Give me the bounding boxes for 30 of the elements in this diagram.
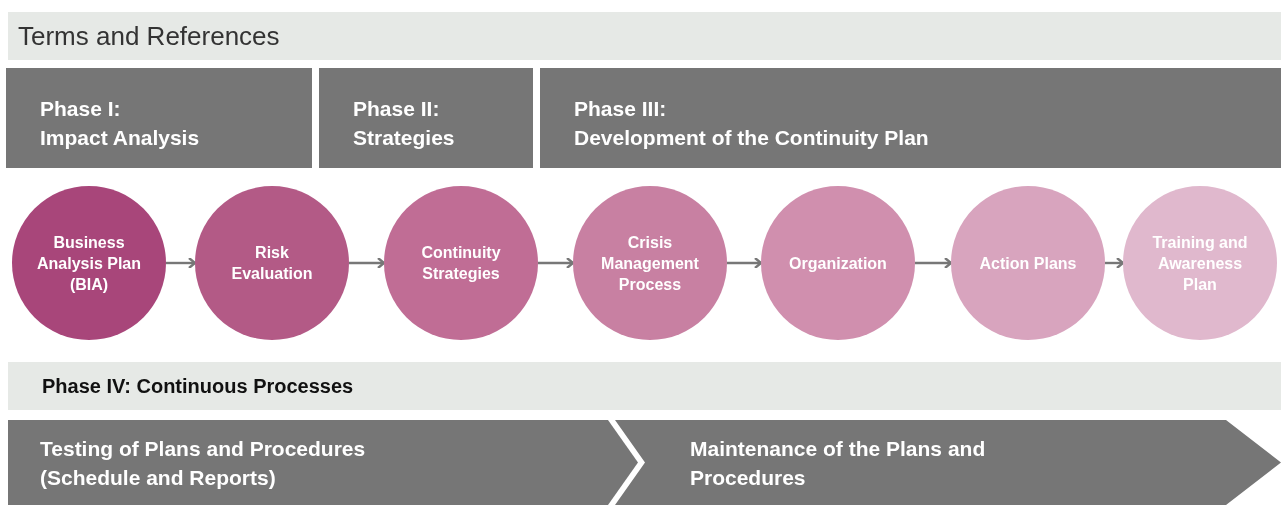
phase-band <box>8 362 1281 410</box>
phase-label: Phase III: <box>574 96 668 122</box>
arrow <box>727 256 763 270</box>
step-label: Action Plans <box>979 253 1077 274</box>
phase-title: Development of the Continuity Plan <box>574 125 930 151</box>
process-label: Maintenance of the Plans and Procedures <box>690 435 987 491</box>
arrow <box>349 256 386 270</box>
chevron-shape <box>615 420 1281 505</box>
phase-label: Phase II: <box>353 96 441 122</box>
arrow <box>538 256 575 270</box>
step-label: Crisis Management Process <box>600 232 700 295</box>
process-label: Testing of Plans and Procedures (Schedule and Reports) <box>40 435 367 491</box>
phase-title: Phase IV: Continuous Processes <box>42 374 354 398</box>
step-label: Training and Awareness Plan <box>1151 232 1249 295</box>
phase-header <box>319 68 533 168</box>
section-title: Terms and References <box>18 20 280 52</box>
header-band <box>8 12 1281 60</box>
step-label: Risk Evaluation <box>230 243 314 284</box>
arrow <box>1105 256 1125 270</box>
phase-title: Strategies <box>353 125 456 151</box>
phase-title: Impact Analysis <box>40 125 201 151</box>
arrow <box>915 256 953 270</box>
chevron-shape <box>8 420 638 505</box>
phase-header <box>6 68 312 168</box>
arrow <box>166 256 197 270</box>
phase-label: Phase I: <box>40 96 122 122</box>
step-label: Business Analysis Plan (BIA) <box>35 232 142 295</box>
step-label: Continuity Strategies <box>420 243 502 284</box>
step-label: Organization <box>789 253 887 274</box>
phase-header <box>540 68 1281 168</box>
